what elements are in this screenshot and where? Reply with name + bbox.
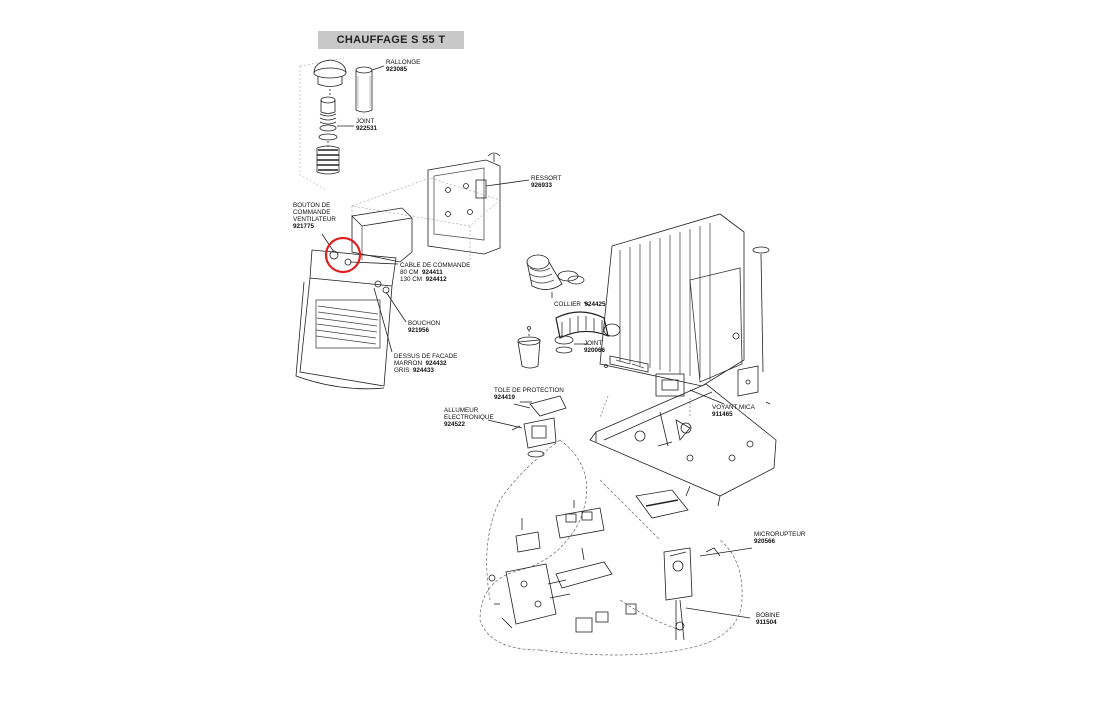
flue-hose-group bbox=[517, 254, 621, 369]
label-voyant: VOYANT MICA 911465 bbox=[712, 404, 755, 418]
label-tole: TOLE DE PROTECTION 924419 bbox=[494, 387, 564, 401]
front-casing bbox=[295, 233, 407, 390]
label-joint-mid: JOINT 920066 bbox=[584, 340, 606, 354]
label-cable: CABLE DE COMMANDE 80 CM 924411 130 CM 92… bbox=[400, 262, 471, 283]
label-rallonge: RALLONGE 923085 bbox=[386, 59, 421, 73]
base-plate bbox=[589, 383, 777, 507]
label-bouchon: BOUCHON 921956 bbox=[408, 320, 441, 334]
label-microrupteur: MICRORUPTEUR 920566 bbox=[754, 531, 806, 545]
inner-casing bbox=[351, 207, 413, 263]
label-bobine: BOBINE 911504 bbox=[756, 612, 780, 626]
voyant-group bbox=[604, 355, 725, 405]
gas-valve-group bbox=[635, 485, 753, 641]
label-ressort: RESSORT 926933 bbox=[531, 175, 562, 189]
heat-exchanger bbox=[599, 213, 771, 405]
label-dessus: DESSUS DE FACADE MARRON 924432 GRIS 9244… bbox=[394, 353, 458, 374]
label-bouton: BOUTON DE COMMANDE VENTILATEUR 921775 bbox=[293, 202, 336, 230]
chimney-extension-group bbox=[299, 57, 385, 191]
label-joint-top: JOINT 922531 bbox=[356, 118, 378, 132]
back-panel-group bbox=[351, 152, 530, 262]
label-allumeur: ALLUMEUR ELECTRONIQUE 924522 bbox=[444, 407, 494, 428]
label-collier: COLLIER 924425 bbox=[554, 301, 606, 308]
igniter-group bbox=[487, 395, 567, 458]
control-module-group bbox=[488, 500, 637, 633]
highlight-circle bbox=[324, 236, 362, 274]
wiring-dashed bbox=[479, 439, 743, 656]
diagram-title: CHAUFFAGE S 55 T bbox=[318, 31, 464, 49]
